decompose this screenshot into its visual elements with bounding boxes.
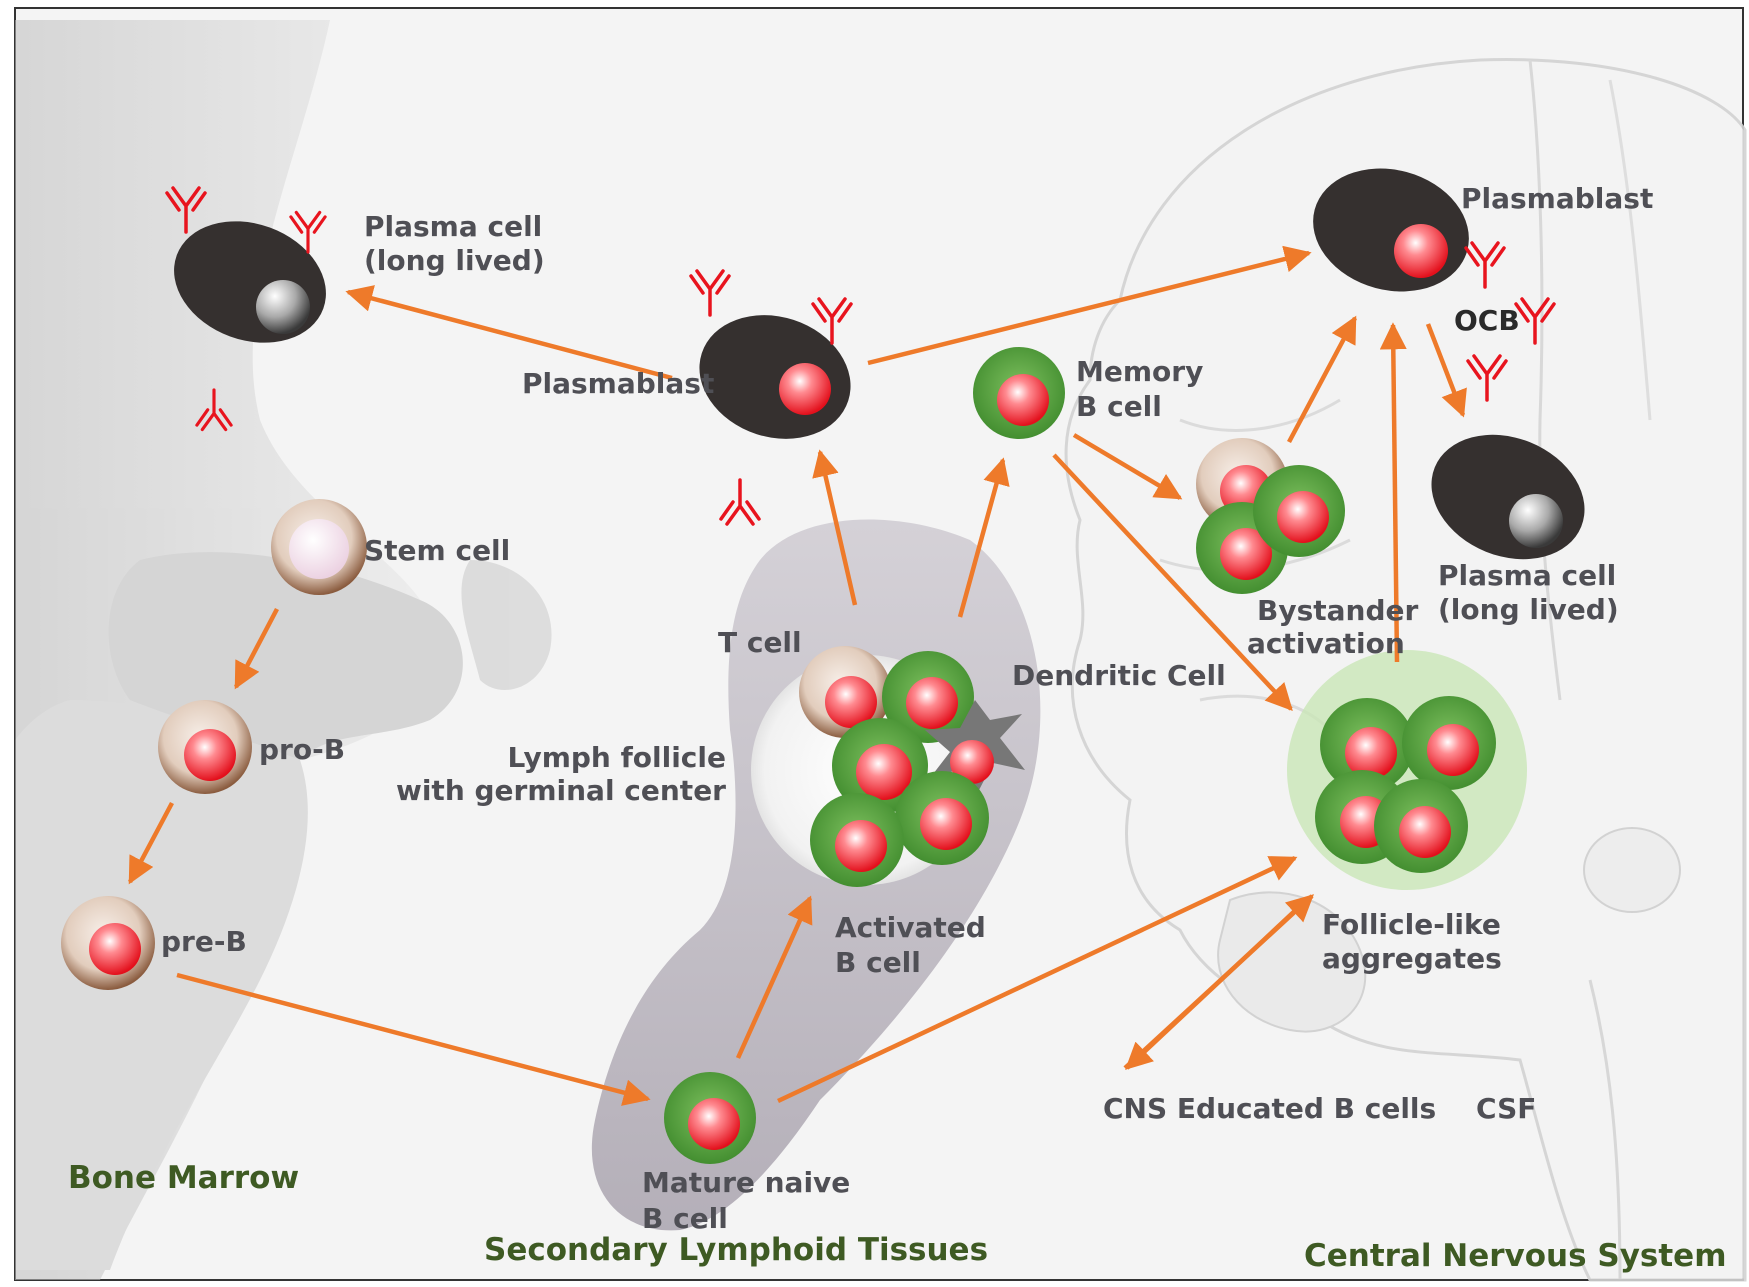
pro-b-cell (158, 700, 252, 794)
mature-naive-label-line1: Mature naive (642, 1166, 850, 1199)
stem-cell-label: Stem cell (364, 534, 510, 567)
lymph-follicle-label-line2: with germinal center (396, 774, 726, 807)
activated-b-label-line1: Activated (835, 911, 986, 944)
plasmablast-sl-label: Plasmablast (522, 367, 714, 400)
ocb-label: OCB (1454, 304, 1520, 337)
plasma-cell-cns-label-line1: Plasma cell (1438, 559, 1616, 592)
memory-b-label-line1: Memory (1076, 355, 1203, 388)
cns-educated-label: CNS Educated B cells (1103, 1092, 1436, 1125)
activated-b-label-line2: B cell (835, 946, 921, 979)
plasma-cell-cns-label-line2: (long lived) (1438, 593, 1619, 626)
plasma-cell-bm-label-line2: (long lived) (364, 244, 545, 277)
cns-region-label: Central Nervous System (1304, 1238, 1727, 1274)
bone-marrow-label: Bone Marrow (68, 1160, 299, 1196)
stem-cell (271, 499, 367, 595)
secondary-lymphoid-label: Secondary Lymphoid Tissues (484, 1232, 988, 1268)
mature-naive-label-line2: B cell (642, 1202, 728, 1235)
pro-b-label: pro-B (259, 733, 345, 766)
follicle-like-label-line1: Follicle-like (1322, 908, 1501, 941)
memory-b-label-line2: B cell (1076, 390, 1162, 423)
follicle-like-label-line2: aggregates (1322, 942, 1502, 975)
mature-naive-b-cell (664, 1072, 756, 1164)
dendritic-cell-label: Dendritic Cell (1012, 659, 1226, 692)
t-cell-label: T cell (718, 626, 802, 659)
pre-b-label: pre-B (161, 925, 247, 958)
csf-label: CSF (1476, 1092, 1536, 1125)
pre-b-cell (61, 896, 155, 990)
plasma-cell-bm-label-line1: Plasma cell (364, 210, 542, 243)
bystander-label-line2: activation (1247, 627, 1405, 660)
memory-b-cell (973, 347, 1065, 439)
bystander-label-line1: Bystander (1257, 594, 1419, 627)
lymph-follicle-label-line1: Lymph follicle (508, 741, 727, 774)
plasmablast-cns-label: Plasmablast (1461, 182, 1653, 215)
